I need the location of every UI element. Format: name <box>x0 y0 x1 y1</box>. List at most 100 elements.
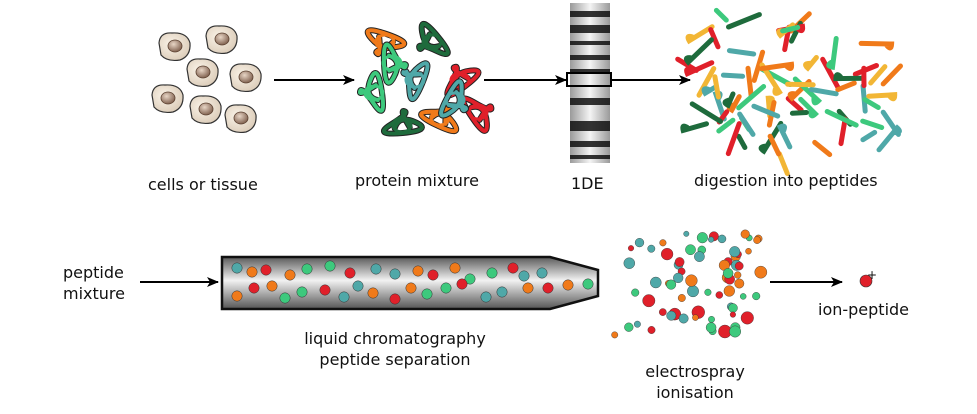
droplet-icon <box>659 309 666 316</box>
peptide-fragment-icon <box>692 104 720 122</box>
column-bead <box>481 292 491 302</box>
droplet-icon <box>643 295 655 307</box>
cells-group <box>152 26 261 133</box>
cell-icon <box>190 96 221 124</box>
droplet-icon <box>648 245 655 252</box>
droplet-icon <box>673 273 683 283</box>
gel-lane-icon <box>567 3 611 163</box>
droplet-icon <box>706 323 716 333</box>
cell-icon <box>225 105 256 133</box>
ion-charge-label: + <box>867 265 877 285</box>
label-esi-line1: electrospray <box>620 362 770 382</box>
droplet-icon <box>624 258 635 269</box>
droplet-icon <box>724 286 735 297</box>
column-bead <box>267 281 277 291</box>
droplet-icon <box>741 312 754 325</box>
droplet-icon <box>735 279 744 288</box>
gel-band <box>570 69 610 72</box>
column-bead <box>422 289 432 299</box>
droplet-icon <box>729 326 740 337</box>
droplet-icon <box>729 246 740 257</box>
peptide-fragment-icon <box>869 95 895 99</box>
column-icon <box>222 257 598 309</box>
column-bead <box>261 265 271 275</box>
droplet-icon <box>716 292 723 299</box>
protein-blob-icon <box>419 24 448 54</box>
label-digestion: digestion into peptides <box>694 171 878 191</box>
protein-blob-icon <box>383 44 406 82</box>
peptide-fragments-group <box>678 10 901 173</box>
column-bead <box>285 270 295 280</box>
peptide-fragment-icon <box>863 132 875 139</box>
peptide-fragment-icon <box>811 90 836 94</box>
peptide-fragment-icon <box>715 77 719 97</box>
droplet-icon <box>678 294 685 301</box>
column-bead <box>247 267 257 277</box>
protein-blob-icon <box>463 99 491 131</box>
column-bead <box>406 283 416 293</box>
peptide-fragment-icon <box>762 64 792 68</box>
droplet-icon <box>628 245 634 251</box>
gel-band <box>570 55 610 60</box>
droplet-icon <box>755 266 767 278</box>
peptide-fragment-icon <box>780 126 790 147</box>
column-bead <box>320 285 330 295</box>
column-bead <box>249 283 259 293</box>
peptide-fragment-icon <box>739 136 745 147</box>
label-protein-mixture: protein mixture <box>355 171 479 191</box>
droplet-icon <box>740 293 746 299</box>
peptide-fragment-icon <box>883 112 898 134</box>
peptide-fragment-icon <box>863 121 882 127</box>
column-bead <box>497 287 507 297</box>
column-bead <box>413 266 423 276</box>
cell-icon <box>159 33 190 61</box>
gel-band <box>570 25 610 33</box>
peptide-fragment-icon <box>788 84 814 85</box>
peptide-fragment-icon <box>740 114 753 134</box>
droplet-icon <box>635 238 644 247</box>
peptide-fragment-icon <box>806 58 817 69</box>
droplet-icon <box>612 332 618 338</box>
droplet-icon <box>694 252 704 262</box>
droplet-icon <box>661 248 673 260</box>
column-bead <box>543 283 553 293</box>
peptide-fragment-icon <box>815 142 830 154</box>
peptide-fragment-icon <box>792 113 806 114</box>
droplet-icon <box>708 237 714 243</box>
gel-band <box>570 155 610 159</box>
column-bead <box>519 271 529 281</box>
peptide-fragment-icon <box>838 83 855 90</box>
column-bead <box>325 261 335 271</box>
droplet-icon <box>718 235 726 243</box>
peptide-fragment-icon <box>861 43 892 48</box>
droplet-icon <box>734 272 741 279</box>
column-bead <box>583 279 593 289</box>
peptide-fragment-icon <box>841 119 845 144</box>
column-bead <box>457 279 467 289</box>
peptide-fragment-icon <box>683 124 707 131</box>
protein-blob-icon <box>384 111 422 134</box>
droplet-icon <box>746 248 752 254</box>
column-bead <box>297 287 307 297</box>
protein-blob-icon <box>360 73 383 111</box>
droplet-icon <box>708 316 714 322</box>
label-lc-line1: liquid chromatography <box>270 329 520 349</box>
droplet-icon <box>667 311 676 320</box>
peptide-fragment-icon <box>783 27 798 31</box>
peptide-fragment-icon <box>729 15 760 27</box>
droplet-icon <box>705 289 712 296</box>
peptide-fragment-icon <box>829 39 836 68</box>
cell-icon <box>187 59 218 87</box>
droplet-icon <box>754 237 761 244</box>
label-1de: 1DE <box>571 174 604 194</box>
cell-icon <box>206 26 237 54</box>
column-bead <box>508 263 518 273</box>
droplet-icon <box>684 231 689 236</box>
column-bead <box>368 288 378 298</box>
column-bead <box>390 269 400 279</box>
electrospray-droplets-group <box>612 230 767 338</box>
droplet-icon <box>730 312 736 318</box>
peptide-fragment-icon <box>729 51 753 54</box>
column-bead <box>523 283 533 293</box>
